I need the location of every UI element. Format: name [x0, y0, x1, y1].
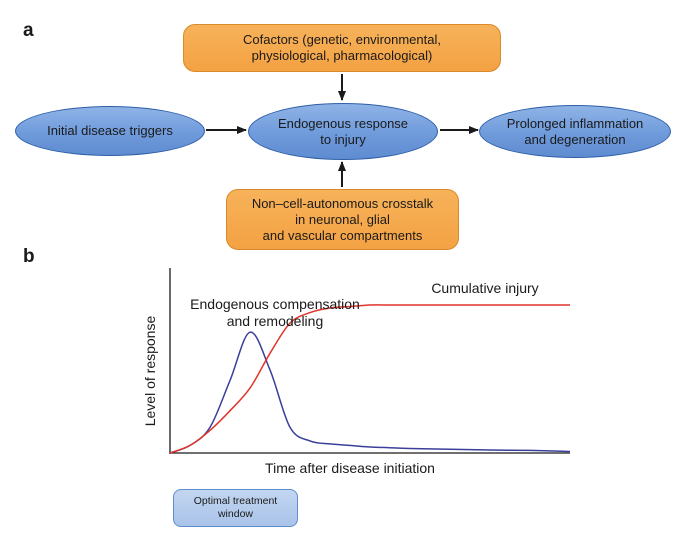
initial-triggers-label: Initial disease triggers: [47, 123, 173, 138]
prolonged-inflammation-node: Prolonged inflammation and degeneration: [479, 105, 671, 158]
injury-curve: [169, 304, 570, 454]
panel-label-b: b: [23, 246, 35, 267]
crosstalk-box: Non–cell-autonomous crosstalk in neurona…: [226, 189, 459, 250]
treatment-window-box: Optimal treatment window: [173, 489, 298, 527]
y-axis-label: Level of response: [142, 316, 158, 427]
panel-label-a: a: [23, 20, 34, 41]
endogenous-response-label: Endogenous response to injury: [277, 115, 409, 147]
flow-arrows: [206, 74, 479, 187]
x-axis-label: Time after disease initiation: [265, 460, 435, 476]
injury-label: Cumulative injury: [431, 280, 539, 296]
compensation-label: Endogenous compensation and remodeling: [190, 296, 360, 329]
cofactors-box: Cofactors (genetic, environmental, physi…: [183, 24, 501, 72]
compensation-curve: [169, 331, 571, 454]
prolonged-inflammation-label: Prolonged inflammation and degeneration: [506, 115, 644, 147]
endogenous-response-node: Endogenous response to injury: [248, 103, 438, 160]
initial-triggers-node: Initial disease triggers: [15, 106, 205, 156]
